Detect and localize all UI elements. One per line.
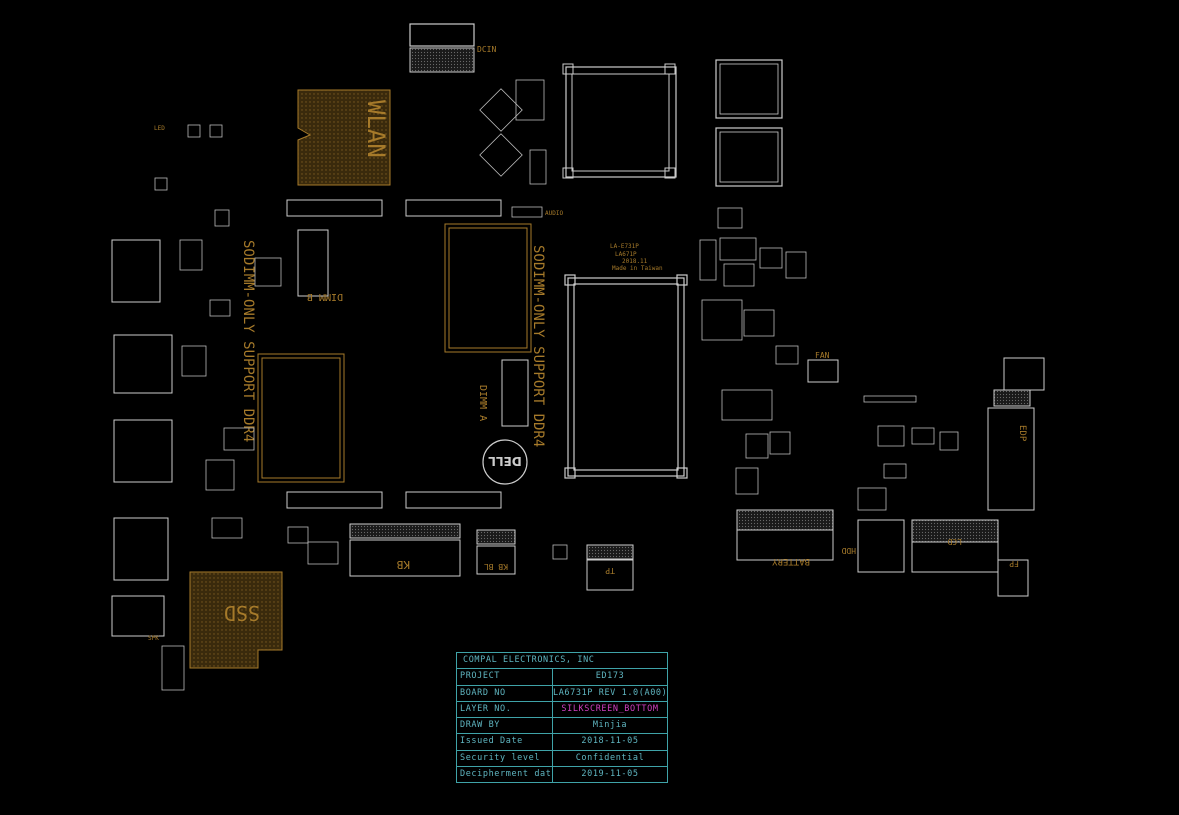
dimm-b-area [286,199,529,509]
dimm-b-label: DIMM B [307,291,343,302]
small-components [154,79,959,691]
title-row-board-no: BOARD NO LA6731P REV 1.0(A00) [457,684,667,701]
row-value: Confidential [575,752,645,763]
tp-connector: TP [586,544,634,591]
row-key: Security level [457,750,553,767]
top-right-chips [715,59,783,187]
lcd-label: LCD [947,537,962,546]
title-row-draw-by: DRAW BY Minjia [457,717,667,734]
lcd-connector: LCD [911,519,999,573]
row-key: BOARD NO [457,685,553,701]
support-label-left: SODIMM-ONLY SUPPORT DDR4 [240,240,256,442]
board-code-line: LA671P [615,251,637,258]
row-key: Issued Date [457,734,553,750]
title-block-header: COMPAL ELECTRONICS, INC [457,653,667,668]
board-code-line: LA-E731P [610,243,639,250]
kb-label: KB [396,558,410,571]
row-value: LA6731P REV 1.0(A00) [553,687,667,698]
row-value: Minjia [592,720,628,731]
dell-logo: DELL [482,439,528,485]
row-value: 2018-11-05 [581,736,639,747]
dcin-label: DCIN [477,45,496,54]
battery-label: BATTERY [771,556,810,566]
dell-logo-text: DELL [488,454,522,468]
fp-connector: FP [997,559,1029,597]
edp-label: EDP [1017,425,1027,442]
fan-label: FAN [815,351,830,360]
ssd-slot: SSD [189,571,283,669]
title-row-security: Security level Confidential [457,749,667,767]
hdd-label: HDD [841,546,856,555]
kb-connector: KB [349,523,461,577]
row-value: SILKSCREEN_BOTTOM [561,703,659,714]
support-label-right: SODIMM-ONLY SUPPORT DDR4 [530,245,546,447]
spk-label: SPK [148,635,159,642]
title-block: COMPAL ELECTRONICS, INC PROJECT ED173 BO… [456,652,668,784]
title-row-layer: LAYER NO. SILKSCREEN_BOTTOM [457,700,667,718]
cpu-socket [562,63,677,179]
title-row-decipherment: Decipherment date 2019-11-05 [457,766,667,783]
dcin-connector: DCIN [409,23,496,73]
led-label: LED [154,125,165,132]
board-code-line: Made in Taiwan [612,265,663,272]
row-value: ED173 [595,671,625,682]
wlan-label: WLAN [362,100,390,158]
left-io-ports [111,239,173,637]
company-name: COMPAL ELECTRONICS, INC [463,655,595,665]
kb-bl-label: KB BL [484,562,508,571]
row-value: 2019-11-05 [581,769,639,780]
row-key: Decipherment date [457,767,553,783]
memory-chip-outlines [257,223,532,483]
battery-connector: BATTERY [736,509,834,566]
audio-label: AUDIO [545,210,563,217]
edp-connector: EDP [987,357,1045,511]
wlan-module: WLAN [297,89,391,186]
fp-label: FP [1009,559,1019,568]
board-code: LA-E731P LA671P 2018.11 Made in Taiwan [610,243,663,272]
title-row-project: PROJECT ED173 [457,668,667,685]
row-key: PROJECT [457,669,553,685]
pch-chip [564,274,688,479]
kb-bl-connector: KB BL [476,529,516,575]
hdd-connector: HDD [841,519,905,573]
dimm-a-label: DIMM A [477,385,488,421]
ssd-label: SSD [224,601,260,625]
title-row-issued-date: Issued Date 2018-11-05 [457,733,667,750]
row-key: LAYER NO. [457,701,553,718]
board-code-line: 2018.11 [622,258,648,265]
fan-connector: FAN [807,351,839,383]
row-key: DRAW BY [457,718,553,734]
tp-label: TP [605,566,615,575]
